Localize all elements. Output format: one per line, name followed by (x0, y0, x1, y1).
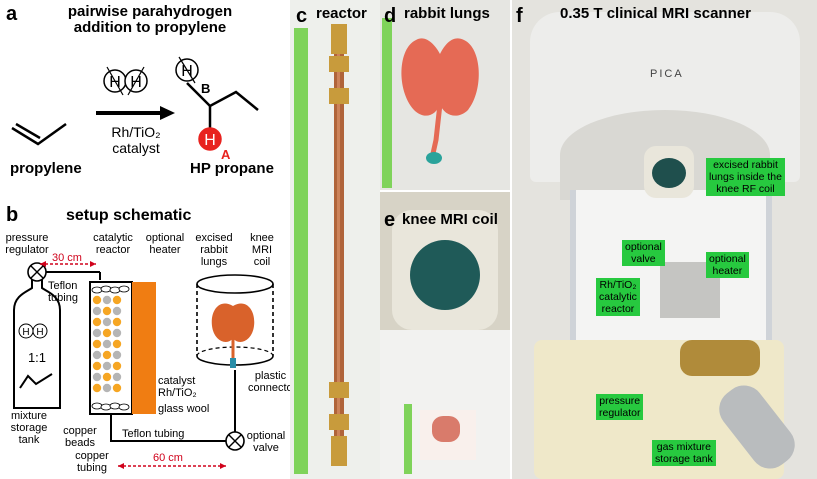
knee-coil-label: knee MRI coil (250, 232, 274, 268)
mixture-tank-label: mixture storage tank (10, 410, 48, 446)
panel-c-title: reactor (316, 5, 367, 22)
catalyst-bead (112, 328, 122, 338)
catalyst-bead (112, 295, 122, 305)
ratio-label: 1:1 (28, 350, 46, 365)
dist-60-label: 60 cm (153, 452, 183, 464)
panel-e-letter: e (384, 209, 396, 231)
svg-text:H: H (204, 132, 216, 149)
label-gas-tank: gas mixture storage tank (652, 440, 716, 466)
label-b: B (201, 81, 210, 96)
catalyst-bead (102, 350, 112, 360)
svg-text:H: H (36, 327, 43, 338)
label-catalytic-reactor: Rh/TiO₂ catalytic reactor (596, 278, 640, 316)
catalyst-bead (112, 383, 122, 393)
plastic-connector-label: plastic connector (248, 370, 297, 394)
h-atom-2: H (130, 74, 142, 91)
catalyst-bead (92, 328, 102, 338)
panel-f-letter: f (516, 5, 523, 27)
catalyst-bead (102, 372, 112, 382)
catalyst-bead (92, 295, 102, 305)
pressure-regulator-photo (680, 340, 760, 376)
gas-tank (13, 271, 61, 409)
label-lungs-in-coil: excised rabbit lungs inside the knee RF … (706, 158, 785, 196)
catalyst-bead (112, 306, 122, 316)
panel-b-letter: b (6, 204, 19, 226)
optional-heater-block (132, 282, 156, 414)
parahydrogen-molecule: H H (103, 66, 148, 96)
glass-wool (91, 285, 130, 411)
catalyst-bead (102, 306, 112, 316)
teflon-tubing-bottom-label: Teflon tubing (122, 428, 185, 440)
catalyst-bead (102, 383, 112, 393)
catalyst-bead (92, 372, 102, 382)
copper-beads-label: copper beads (63, 425, 97, 449)
catalyst-bead (92, 339, 102, 349)
catalyst-label: Rh/TiO₂ catalyst (111, 124, 161, 156)
h-atom-1: H (109, 74, 121, 91)
hp-propane-label: HP propane (190, 160, 274, 177)
panel-d-letter: d (384, 5, 397, 27)
label-optional-valve: optional valve (622, 240, 665, 266)
panel-a-letter: a (6, 3, 18, 25)
panel-f-title: 0.35 T clinical MRI scanner (560, 5, 751, 22)
catalyst-bead (112, 361, 122, 371)
panel-d-title: rabbit lungs (404, 5, 490, 22)
catalyst-bead (92, 317, 102, 327)
lungs-icon (211, 303, 255, 342)
svg-text:H: H (181, 63, 193, 80)
reactor-tube (329, 24, 349, 466)
scanner-brand: PICA (650, 68, 684, 80)
hp-propane-structure: H B H A (175, 56, 259, 162)
rabbit-lungs-photo (401, 38, 479, 164)
catalyst-bead (102, 328, 112, 338)
panel-a-title-line1: pairwise parahydrogen (67, 3, 233, 20)
label-pressure-regulator: pressure regulator (596, 394, 644, 420)
ruler-e (404, 404, 412, 474)
dist-30-label: 30 cm (52, 252, 82, 264)
catalytic-reactor-label: catalytic reactor (93, 232, 133, 256)
copper-tubing-label: copper tubing (75, 450, 109, 474)
catalyst-bead (92, 350, 102, 360)
catalyst-bead (112, 339, 122, 349)
tank-h2-icon: H H (18, 323, 48, 339)
panel-a-title-line2: addition to propylene (73, 19, 227, 36)
excised-lungs-label: excised rabbit lungs (195, 232, 233, 268)
ruler-d (382, 18, 392, 188)
pressure-regulator-label: pressure regulator (5, 232, 49, 256)
ruler-c (294, 28, 308, 474)
catalyst-bead (92, 383, 102, 393)
catalyst-bead (102, 317, 112, 327)
setup-schematic: H H 1:1 (13, 261, 274, 469)
catalyst-bead (92, 361, 102, 371)
panel-a-title: pairwise parahydrogen addition to propyl… (30, 4, 270, 36)
teflon-tubing-top-label: Teflon tubing (48, 280, 78, 304)
small-lungs (432, 416, 460, 442)
panel-b-title: setup schematic (66, 207, 192, 224)
catalyst-bead (102, 361, 112, 371)
catalyst-bead (102, 295, 112, 305)
panel-e-title: knee MRI coil (402, 211, 498, 228)
catalyst-bead (92, 306, 102, 316)
knee-coil-f-opening (652, 158, 686, 188)
optional-valve-label: optional valve (246, 430, 286, 454)
catalyst-beads (92, 295, 122, 393)
catalyst-bead (112, 317, 122, 327)
knee-coil-opening (410, 240, 480, 310)
label-a: A (221, 147, 231, 162)
catalyst-bead (112, 372, 122, 382)
optional-heater-label: optional heater (145, 232, 185, 256)
svg-text:H: H (22, 327, 29, 338)
panel-a-reaction-scheme: H H H B H A (11, 56, 259, 162)
glass-wool-label: glass wool (158, 403, 210, 415)
catalyst-rh-label: catalyst Rh/TiO₂ (158, 375, 197, 399)
panel-c-letter: c (296, 5, 308, 27)
propylene-structure (11, 122, 67, 146)
propylene-label: propylene (10, 160, 82, 177)
catalyst-bead (102, 339, 112, 349)
catalyst-bead (112, 350, 122, 360)
label-optional-heater: optional heater (706, 252, 749, 278)
